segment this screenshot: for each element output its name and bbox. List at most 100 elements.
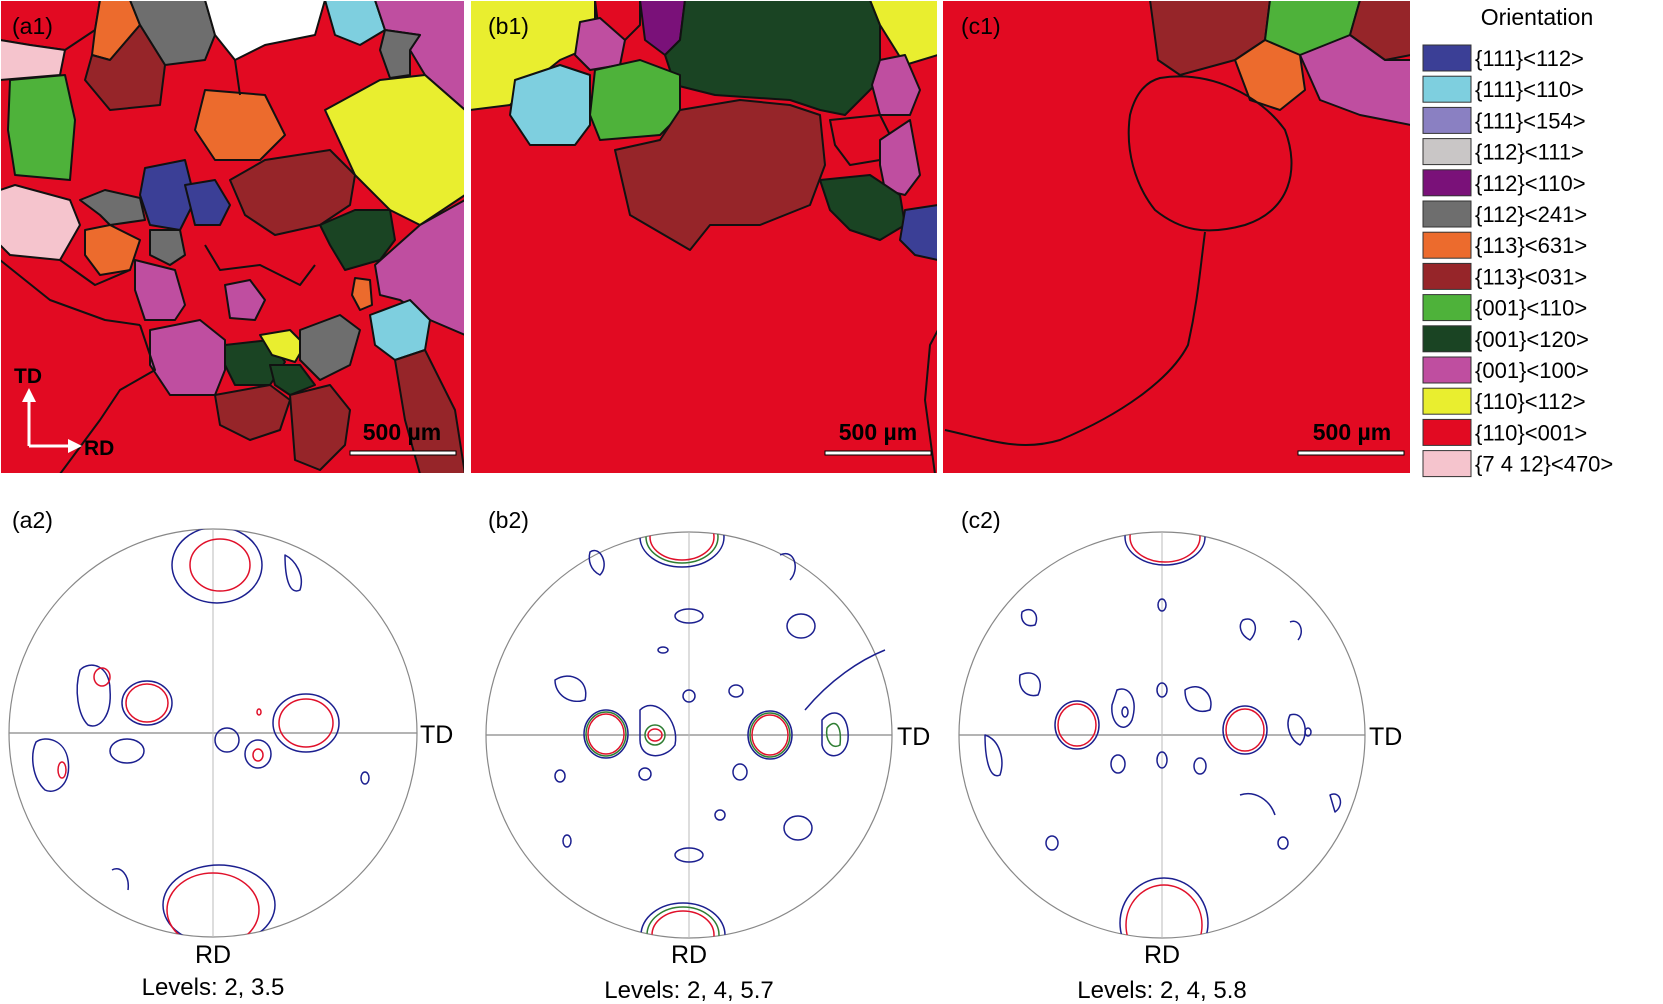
rd-label-b2: RD bbox=[671, 941, 707, 969]
grain-boundary bbox=[0, 259, 141, 326]
legend-label: {111}<110> bbox=[1475, 77, 1584, 102]
grain bbox=[0, 39, 66, 81]
orientation-map-b1 bbox=[470, 0, 938, 474]
grain bbox=[374, 199, 465, 336]
legend-label: {001}<120> bbox=[1475, 327, 1589, 352]
pole-figure-a2: TD RD bbox=[8, 528, 453, 969]
legend-label: {113}<031> bbox=[1475, 264, 1587, 289]
td-label-a2: TD bbox=[420, 721, 453, 749]
legend-title: Orientation bbox=[1481, 4, 1594, 30]
scalebar-label-c1: 500 µm bbox=[1313, 419, 1391, 445]
grain bbox=[324, 74, 465, 226]
grain bbox=[319, 209, 396, 271]
grain bbox=[204, 0, 326, 61]
grain bbox=[589, 59, 681, 141]
orientation-map-a1 bbox=[0, 0, 465, 474]
legend-swatch bbox=[1422, 44, 1472, 72]
grain bbox=[79, 189, 146, 226]
legend-label: {112}<241> bbox=[1475, 202, 1587, 227]
map-frame-a1 bbox=[0, 0, 466, 475]
grain bbox=[871, 54, 921, 116]
legend-label: {111}<112> bbox=[1475, 46, 1584, 71]
orientation-map-c1 bbox=[942, 0, 1411, 474]
legend-label: {7 4 12}<470> bbox=[1475, 452, 1613, 477]
grain bbox=[614, 99, 826, 251]
grain bbox=[289, 384, 351, 471]
legend-label: {112}<111> bbox=[1475, 140, 1584, 165]
legend-swatch bbox=[1422, 294, 1472, 322]
rd-label-c2: RD bbox=[1144, 941, 1180, 969]
map-frame-b1 bbox=[469, 0, 939, 475]
legend-swatch bbox=[1422, 325, 1472, 353]
panel-label-c1: (c1) bbox=[961, 13, 1001, 39]
grain bbox=[149, 229, 186, 266]
legend-label: {111}<154> bbox=[1475, 108, 1586, 133]
rd-label-a2: RD bbox=[195, 941, 231, 969]
orientation-legend: Orientation {111}<112> {111}<110> {111}<15… bbox=[1422, 4, 1613, 478]
legend-swatch bbox=[1422, 106, 1472, 134]
grain bbox=[394, 349, 465, 474]
legend-swatch bbox=[1422, 231, 1472, 259]
levels-b2: Levels: 2, 4, 5.7 bbox=[604, 977, 773, 1004]
grain-boundary bbox=[59, 259, 131, 286]
grain-boundary bbox=[944, 75, 1293, 446]
legend-swatch bbox=[1422, 200, 1472, 228]
grain bbox=[509, 64, 591, 146]
grain bbox=[214, 384, 291, 441]
grain bbox=[899, 204, 938, 261]
grain bbox=[194, 89, 286, 161]
grain bbox=[869, 0, 938, 66]
panel-label-a1: (a1) bbox=[12, 13, 53, 39]
pole-figure-b2: TD RD bbox=[485, 531, 930, 969]
legend-swatch bbox=[1422, 387, 1472, 415]
scalebar-b1 bbox=[824, 450, 932, 456]
td-direction-label: TD bbox=[14, 365, 42, 388]
grain bbox=[269, 364, 316, 396]
grain bbox=[819, 174, 906, 241]
grain bbox=[184, 179, 231, 226]
levels-c2: Levels: 2, 4, 5.8 bbox=[1077, 977, 1246, 1004]
grain-boundary bbox=[924, 329, 938, 474]
panel-label-a2: (a2) bbox=[12, 507, 53, 533]
scalebar-label-b1: 500 µm bbox=[839, 419, 917, 445]
grain bbox=[879, 119, 921, 196]
td-label-b2: TD bbox=[897, 723, 930, 751]
panel-label-b1: (b1) bbox=[488, 13, 529, 39]
rd-direction-label: RD bbox=[84, 437, 114, 460]
grain bbox=[224, 279, 266, 321]
legend-items: {111}<112> {111}<110> {111}<154> {112}<111>… bbox=[1422, 44, 1613, 478]
grain bbox=[1234, 39, 1306, 111]
legend-swatch bbox=[1422, 75, 1472, 103]
legend-swatch bbox=[1422, 418, 1472, 446]
grain bbox=[1299, 34, 1411, 126]
panel-label-c2: (c2) bbox=[961, 507, 1001, 533]
legend-swatch bbox=[1422, 262, 1472, 290]
levels-a2: Levels: 2, 3.5 bbox=[142, 974, 285, 1001]
scalebar-c1 bbox=[1297, 450, 1405, 456]
grain bbox=[7, 74, 76, 181]
pole-figure-c2: TD RD bbox=[958, 531, 1402, 969]
grain bbox=[299, 314, 361, 381]
legend-label: {112}<110> bbox=[1475, 171, 1586, 196]
grain-boundary bbox=[234, 59, 241, 96]
grain bbox=[134, 259, 186, 321]
scalebar-a1 bbox=[349, 450, 457, 456]
legend-label: {110}<001> bbox=[1475, 420, 1587, 445]
grain-boundary bbox=[59, 324, 156, 474]
scalebar-label-a1: 500 µm bbox=[363, 419, 441, 445]
legend-swatch bbox=[1422, 138, 1472, 166]
grain bbox=[84, 24, 166, 111]
grain bbox=[324, 0, 386, 46]
grain bbox=[229, 149, 356, 236]
grain bbox=[379, 29, 421, 79]
legend-swatch bbox=[1422, 169, 1472, 197]
legend-label: {001}<100> bbox=[1475, 358, 1589, 383]
legend-label: {001}<110> bbox=[1475, 296, 1587, 321]
map-annotations: (a1) (b1) (c1) 500 µm 500 µm 500 µm TD R… bbox=[12, 13, 1405, 460]
grain bbox=[0, 184, 81, 261]
axis-arrows-a1: TD RD bbox=[14, 365, 114, 460]
grain-boundary bbox=[204, 244, 316, 286]
legend-label: {113}<631> bbox=[1475, 233, 1587, 258]
legend-swatch bbox=[1422, 356, 1472, 384]
